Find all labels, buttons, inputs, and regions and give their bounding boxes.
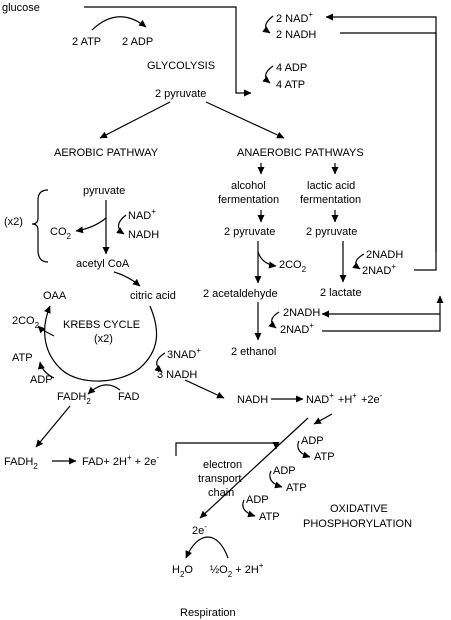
etc-input-arrow (313, 413, 333, 425)
ethanol-label: 2 ethanol (231, 346, 276, 358)
etc-adp3: ADP (246, 494, 269, 506)
krebs-co2-arrow (37, 325, 55, 337)
nad-return-arrow (322, 295, 444, 332)
oaa-label: OAA (43, 290, 67, 302)
krebs-nad-label: 3NAD+ (167, 346, 201, 361)
krebs-fad-arrow (87, 384, 121, 395)
glycolysis-nad-arrow (262, 15, 274, 34)
aerobic-nad-arrow (116, 214, 127, 235)
oxidative-fad-products: FAD+ 2H++ 2e- (82, 453, 159, 468)
krebs-nad-arrow (154, 352, 166, 373)
caption: Respiration (180, 607, 236, 619)
glycolysis-nad-label: 2 NAD+ (276, 10, 313, 25)
krebs-co2-label: 2CO2 (12, 315, 40, 330)
lactate-nad-label: 2NAD+ (362, 262, 396, 277)
glycolysis-pyruvate: 2 pyruvate (155, 88, 206, 100)
ethanol-nad-label: 2NAD+ (280, 321, 314, 336)
co2-label: CO2 (50, 226, 72, 241)
etc-adp1: ADP (301, 435, 324, 447)
left-brace (31, 189, 49, 263)
glucose-arrow (84, 6, 252, 97)
acetyl-to-citric-arrow (113, 271, 141, 287)
anaerobic-title: ANAEROBIC PATHWAYS (237, 147, 364, 159)
oxidative-fadh2-label: FADH2 (4, 456, 38, 471)
atp-in-label: 2 ATP (72, 36, 101, 48)
citric-acid-label: citric acid (130, 290, 176, 302)
glycolysis-title: GLYCOLYSIS (147, 60, 215, 72)
lactate-nad-arrow (352, 253, 365, 270)
lactate-nadh-label: 2NADH (366, 249, 403, 261)
glycolysis-atp-label: 4 ATP (276, 79, 305, 91)
etc-adp2-arrow (269, 470, 283, 489)
lactic-pyruvate: 2 pyruvate (306, 226, 357, 238)
lactate-label: 2 lactate (320, 287, 362, 299)
electron-input-arrow (175, 442, 280, 456)
water-formation-arrow (185, 536, 229, 559)
oxygen-label: ½O2 + 2H+ (210, 561, 264, 579)
aerobic-branch-arrow (99, 101, 171, 139)
aerobic-nad-label: NAD+ (128, 207, 156, 222)
fadh2-to-etc-arrow (35, 405, 71, 448)
krebs-nadh-label: 3 NADH (157, 369, 197, 381)
adp-out-label: 2 ADP (122, 36, 153, 48)
etc-adp3-arrow (242, 499, 256, 518)
nadh-return-arrow (325, 13, 437, 252)
etc-atp1: ATP (314, 451, 335, 463)
acetaldehyde-label: 2 acetaldehyde (203, 288, 278, 300)
water-label: H2O (172, 564, 193, 579)
glycolysis-adp-label: 4 ADP (276, 62, 307, 74)
ethanol-nadh-label: 2NADH (283, 307, 320, 319)
etc-atp3: ATP (259, 511, 280, 523)
aerobic-title: AEROBIC PATHWAY (54, 147, 159, 159)
krebs-multiplier: (x2) (94, 333, 113, 345)
anaerobic-branch-arrow (205, 101, 285, 139)
glycolysis-adp-arrow (262, 65, 274, 84)
nadh-to-etc-arrow (184, 379, 225, 399)
krebs-atp-label: ATP (12, 352, 33, 364)
krebs-fad-label: FAD (118, 391, 139, 403)
etc-adp2: ADP (273, 465, 296, 477)
oxidative-nadh-label: NADH (237, 394, 268, 406)
glucose-label: glucose (2, 2, 40, 14)
co2-release-arrow (75, 217, 107, 234)
krebs-fadh2-label: FADH2 (57, 391, 91, 406)
glycolysis-nadh-label: 2 NADH (276, 29, 316, 41)
oxidative-nad-products: NAD++H++2e- (306, 391, 383, 406)
krebs-cycle-title: KREBS CYCLE (63, 319, 140, 331)
krebs-atp-arrow (37, 361, 55, 379)
etc-adp1-arrow (297, 440, 311, 459)
aerobic-pyruvate: pyruvate (83, 185, 125, 197)
acetyl-coa-label: acetyl CoA (76, 258, 130, 270)
krebs-adp-label: ADP (30, 374, 53, 386)
electrons-label: 2e- (192, 522, 207, 537)
x2-multiplier: (x2) (4, 216, 23, 228)
electron-transport-line (199, 417, 309, 519)
etc-atp2: ATP (286, 482, 307, 494)
ethanol-nad-arrow (268, 311, 280, 329)
atp-to-adp-arrow (91, 16, 147, 31)
alcohol-pyruvate: 2 pyruvate (224, 226, 275, 238)
aerobic-nadh-label: NADH (128, 229, 159, 241)
anaerobic-co2-label: 2CO2 (279, 259, 307, 274)
anaerobic-co2-arrow (257, 251, 277, 269)
krebs-cycle-loop (44, 305, 158, 382)
